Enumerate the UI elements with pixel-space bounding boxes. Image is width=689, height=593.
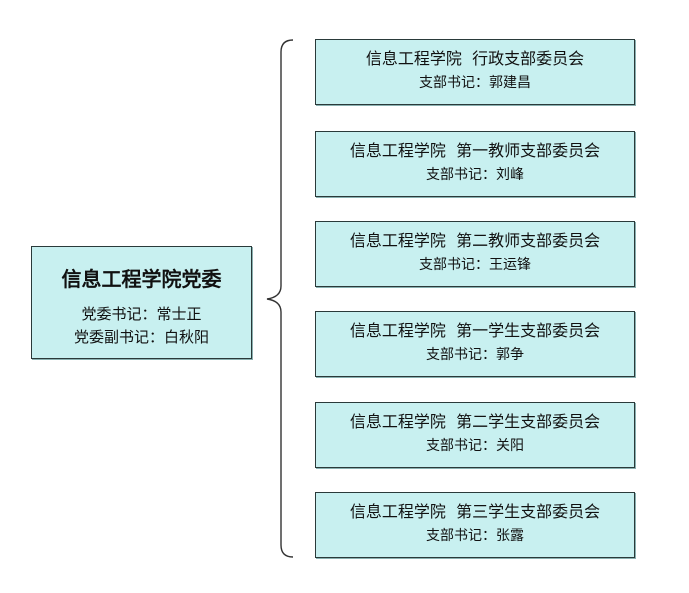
- branch-name: 信息工程学院 第三学生支部委员会: [349, 502, 601, 521]
- branch-secretary: 支部书记：王运锋: [419, 257, 531, 273]
- branch-secretary: 支部书记：张露: [426, 528, 524, 544]
- branch-secretary: 支部书记：郭争: [426, 347, 524, 363]
- branch-name: 信息工程学院 第一学生支部委员会: [349, 321, 601, 340]
- party-deputy-secretary-label: 党委副书记：白秋阳: [73, 328, 209, 346]
- branch-box-teacher-1: 信息工程学院 第一教师支部委员会 支部书记：刘峰: [315, 131, 635, 197]
- branch-box-teacher-2: 信息工程学院 第二教师支部委员会 支部书记：王运锋: [315, 221, 635, 287]
- party-committee-box: 信息工程学院党委 党委书记：常士正 党委副书记：白秋阳: [31, 246, 252, 359]
- branch-secretary: 支部书记：郭建昌: [419, 75, 531, 91]
- branch-box-student-3: 信息工程学院 第三学生支部委员会 支部书记：张露: [315, 492, 635, 558]
- brace-path: [266, 39, 294, 558]
- branch-name: 信息工程学院 第二教师支部委员会: [349, 231, 601, 250]
- branch-secretary: 支部书记：刘峰: [426, 167, 524, 183]
- branch-name: 信息工程学院 行政支部委员会: [365, 49, 585, 68]
- branch-name: 信息工程学院 第一教师支部委员会: [349, 141, 601, 160]
- party-secretary-label: 党委书记：常士正: [81, 305, 202, 323]
- branch-box-administrative: 信息工程学院 行政支部委员会 支部书记：郭建昌: [315, 39, 635, 105]
- party-committee-title: 信息工程学院党委: [61, 267, 222, 291]
- branch-box-student-2: 信息工程学院 第二学生支部委员会 支部书记：关阳: [315, 402, 635, 468]
- branch-box-student-1: 信息工程学院 第一学生支部委员会 支部书记：郭争: [315, 311, 635, 377]
- branch-secretary: 支部书记：关阳: [426, 438, 524, 454]
- branch-name: 信息工程学院 第二学生支部委员会: [349, 412, 601, 431]
